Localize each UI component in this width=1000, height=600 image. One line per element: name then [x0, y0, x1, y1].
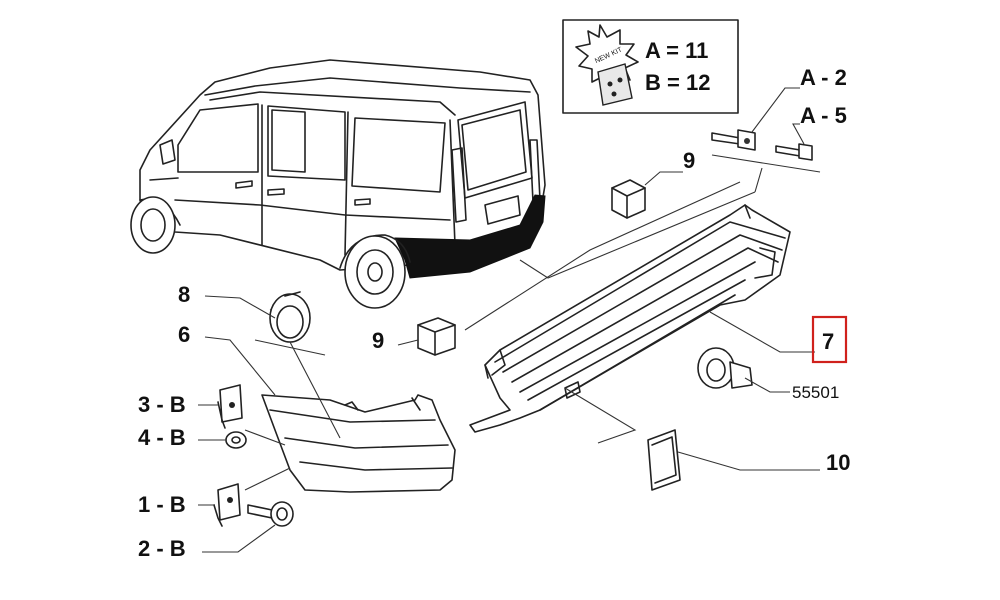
clip-3b [217, 384, 243, 429]
screw-a5 [775, 143, 813, 161]
callout-7: 7 [822, 329, 834, 354]
clip-9-top [611, 179, 646, 219]
part-55501-bushing [697, 347, 753, 389]
kit-legend-box: NEW KIT A = 11 B = 12 [562, 19, 739, 114]
parts-bag-icon [597, 63, 633, 106]
screw-2b [247, 501, 294, 527]
callout-1-b: 1 - B [138, 492, 186, 517]
rear-bumper-7 [469, 204, 791, 433]
callout-10: 10 [826, 450, 850, 475]
callout-7-highlight-box [811, 315, 848, 364]
callout-3-b: 3 - B [138, 392, 186, 417]
callout-2-b: 2 - B [138, 536, 186, 561]
callout-8: 8 [178, 282, 190, 307]
clip-1b [213, 483, 241, 527]
callout-55501: 55501 [792, 383, 839, 402]
screw-a2 [711, 129, 756, 151]
callout-6: 6 [178, 322, 190, 347]
callout-4-b: 4 - B [138, 425, 186, 450]
callout-a-2: A - 2 [800, 65, 847, 90]
callout-9-mid: 9 [372, 328, 384, 353]
callout-a-5: A - 5 [800, 103, 847, 128]
bumper-corner-6 [261, 394, 456, 493]
pad-10 [647, 429, 681, 491]
kit-line-b: B = 12 [645, 70, 710, 95]
nut-4b [225, 431, 247, 449]
kit-line-a: A = 11 [645, 38, 708, 63]
clip-9-mid [417, 317, 456, 356]
grommet-8 [269, 291, 311, 343]
van-illustration [130, 59, 546, 309]
callout-9-top: 9 [683, 148, 695, 173]
